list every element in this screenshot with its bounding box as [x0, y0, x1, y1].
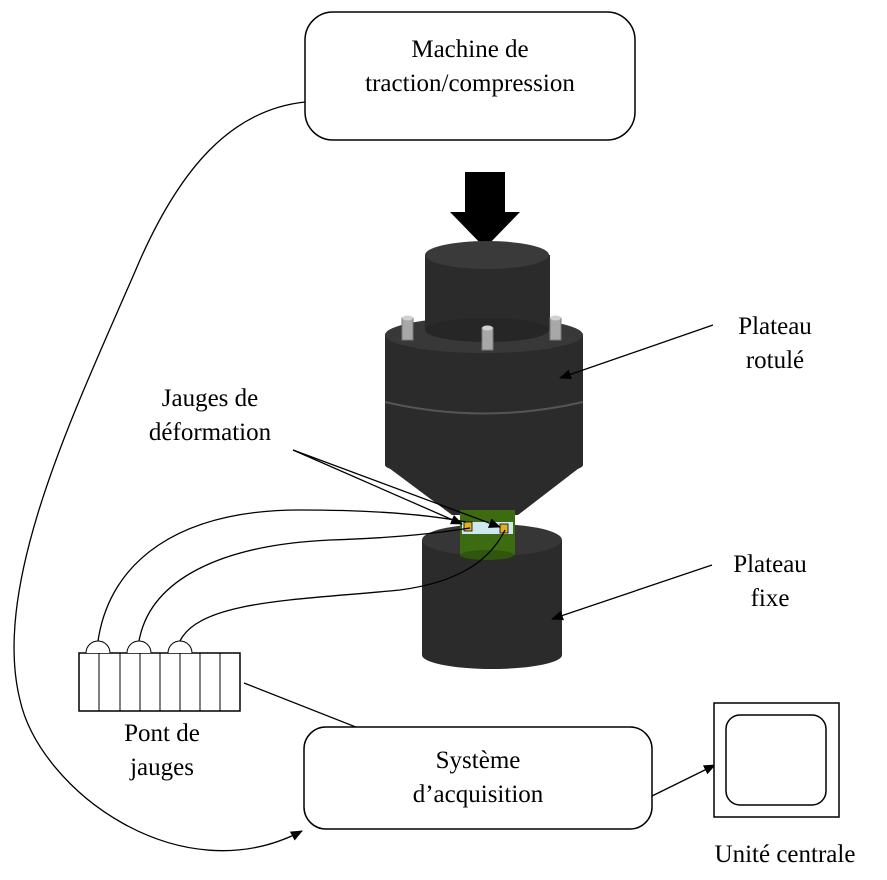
connector-loop [85, 640, 111, 654]
acquisition-box [303, 726, 653, 830]
gauge-bridge [78, 640, 241, 712]
monitor-icon [713, 702, 840, 818]
connector-loop [167, 640, 193, 654]
pin [401, 317, 414, 341]
guide-pins [401, 315, 562, 351]
pin [549, 317, 562, 341]
strain-gauge [463, 521, 473, 532]
machine-box [304, 11, 636, 141]
machine-cable [13, 101, 306, 852]
pin [481, 327, 494, 351]
load-arrow-icon [450, 172, 520, 248]
connector-loop [126, 640, 152, 654]
gauge-wires [97, 509, 506, 642]
specimen [460, 510, 515, 560]
unite-label: Unité centrale [714, 841, 856, 868]
